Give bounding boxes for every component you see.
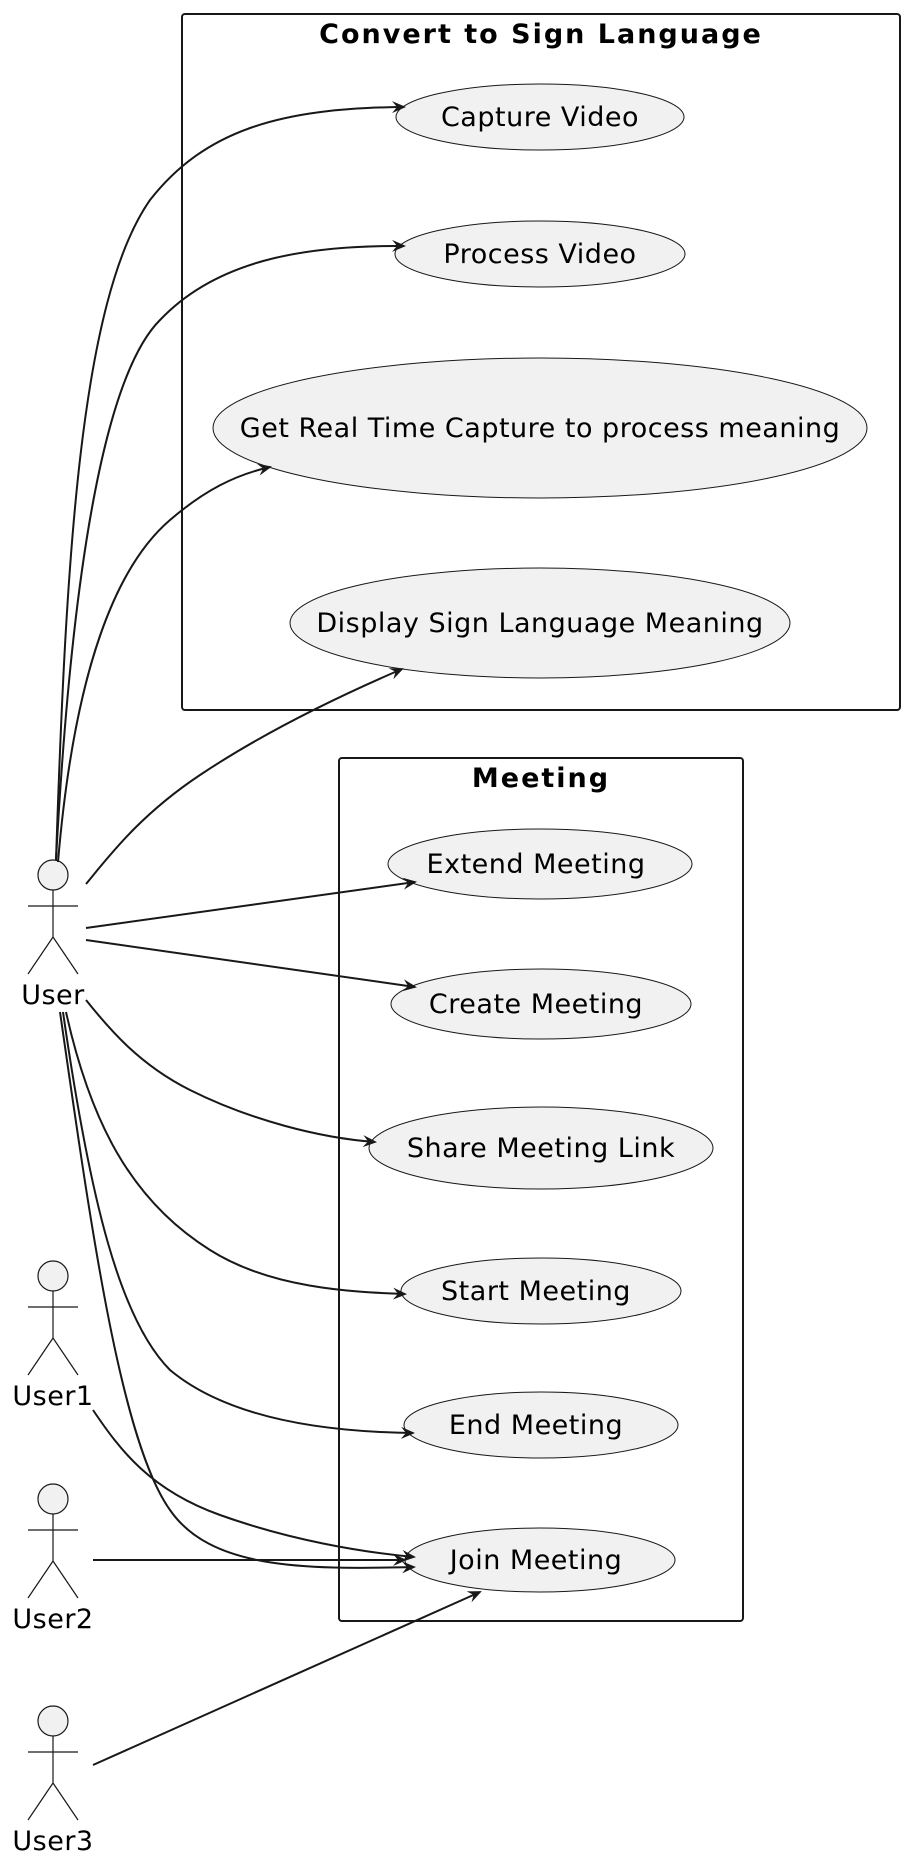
edge-user-create-meeting [85, 939, 417, 992]
package-meeting: Meeting [338, 757, 744, 1622]
usecase-ellipse [289, 567, 791, 679]
edge-user-extend-meeting [85, 877, 417, 929]
actor-head [37, 859, 69, 891]
usecase-end-meeting: End Meeting [403, 1391, 679, 1459]
usecase-label: Share Meeting Link [407, 1133, 675, 1164]
usecase-extend-meeting: Extend Meeting [387, 828, 693, 900]
actor-label: User [21, 980, 85, 1011]
actor-head [37, 1705, 69, 1737]
usecase-ellipse [390, 968, 692, 1040]
package-frame [338, 757, 744, 1622]
actor-label: User2 [12, 1604, 93, 1635]
edge-user-process-video [55, 239, 406, 861]
actor-user3: User3 [12, 1705, 93, 1857]
edge-user-capture-video [55, 101, 406, 861]
usecase-ellipse [212, 357, 868, 499]
actor-user: User [21, 859, 85, 1011]
usecase-label: Process Video [443, 239, 636, 270]
package-convert-to-sign-language: Convert to Sign Language [181, 13, 901, 711]
usecase-create-meeting: Create Meeting [390, 968, 692, 1040]
usecase-label: End Meeting [449, 1410, 623, 1441]
usecase-ellipse [387, 828, 693, 900]
edge-user3-join-meeting [92, 1591, 482, 1766]
usecase-label: Get Real Time Capture to process meaning [240, 413, 840, 444]
actor-figure [27, 890, 79, 975]
actor-user2: User2 [12, 1483, 93, 1635]
usecase-process-video: Process Video [394, 220, 686, 288]
edge-user-join-meeting [59, 1011, 416, 1574]
usecase-join-meeting: Join Meeting [404, 1527, 676, 1593]
usecase-label: Create Meeting [429, 989, 643, 1020]
usecase-ellipse [394, 220, 686, 288]
actor-user1: User1 [12, 1260, 93, 1412]
actor-label: User1 [12, 1381, 93, 1412]
usecase-share-meeting-link: Share Meeting Link [368, 1106, 714, 1190]
usecase-label: Display Sign Language Meaning [316, 608, 763, 639]
usecase-ellipse [403, 1391, 679, 1459]
actor-figure [27, 1736, 79, 1821]
actor-head [37, 1260, 69, 1292]
usecase-ellipse [368, 1106, 714, 1190]
edge-user-end-meeting [62, 1011, 415, 1439]
actor-figure [27, 1291, 79, 1376]
usecase-start-meeting: Start Meeting [400, 1257, 682, 1325]
associations [55, 101, 482, 1766]
actor-label: User3 [12, 1826, 93, 1857]
usecase-label: Join Meeting [448, 1545, 623, 1576]
edge-user-share-meeting-link [85, 999, 377, 1148]
usecase-label: Extend Meeting [427, 849, 646, 880]
usecase-label: Start Meeting [441, 1276, 631, 1307]
actor-figure [27, 1514, 79, 1599]
usecase-display-meaning: Display Sign Language Meaning [289, 567, 791, 679]
usecase-real-time-capture: Get Real Time Capture to process meaning [212, 357, 868, 499]
usecase-ellipse [395, 83, 685, 151]
edge-user-display-meaning [85, 668, 404, 885]
package-title: Convert to Sign Language [319, 19, 763, 50]
edge-user1-join-meeting [92, 1409, 416, 1562]
package-frame [181, 13, 901, 711]
edge-user-start-meeting [65, 1011, 407, 1300]
package-title: Meeting [472, 763, 610, 794]
usecase-capture-video: Capture Video [395, 83, 685, 151]
actor-head [37, 1483, 69, 1515]
usecase-label: Capture Video [441, 102, 639, 133]
edge-user-real-time-capture [57, 463, 272, 863]
